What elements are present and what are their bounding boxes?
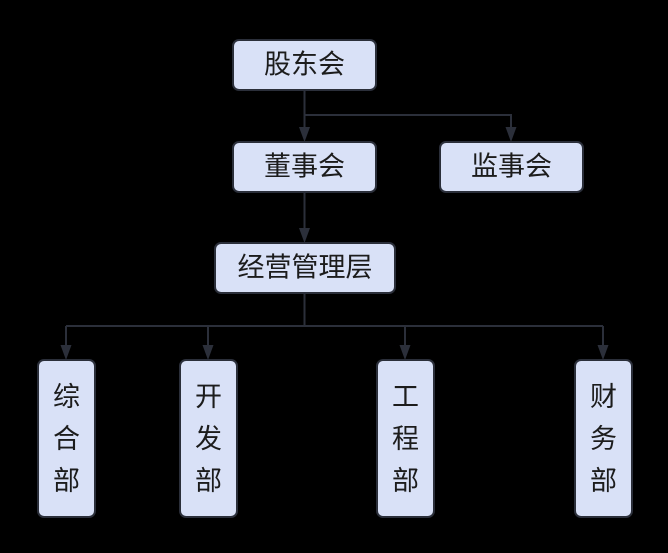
node-management-label: 经营管理层 [238,253,373,284]
node-board-of-supervisors-label: 监事会 [471,152,552,183]
arrowhead-to-general-affairs [60,345,72,360]
node-general-affairs-label-char-1: 综 [53,382,80,413]
node-general-affairs-label-char-3: 部 [53,466,80,497]
node-engineering-box[interactable] [376,359,435,518]
node-finance[interactable]: 财 务 部 [574,359,633,518]
node-engineering-label-char-2: 程 [392,424,419,455]
arrowhead-to-management [299,228,310,243]
node-finance-label-char-1: 财 [590,382,617,413]
node-management-box[interactable] [214,242,396,294]
node-finance-box[interactable] [574,359,633,518]
node-general-affairs-box[interactable] [37,359,96,518]
node-management[interactable]: 经营管理层 [214,242,396,294]
node-shareholders[interactable]: 股东会 [232,39,377,91]
node-development-label-char-1: 开 [195,382,222,413]
node-development[interactable]: 开 发 部 [179,359,238,518]
node-shareholders-label: 股东会 [264,50,345,81]
node-finance-label-char-2: 务 [590,424,617,455]
node-engineering-label-char-1: 工 [392,382,419,413]
arrowhead-to-engineering [399,345,411,360]
node-shareholders-box[interactable] [232,39,377,91]
connector-shareholders-to-supervisors [303,90,512,127]
node-general-affairs-label-char-2: 合 [53,424,80,455]
arrowhead-to-board-of-supervisors [505,127,517,142]
node-board-of-directors[interactable]: 董事会 [232,141,377,193]
node-engineering[interactable]: 工 程 部 [376,359,435,518]
connector-group [60,90,609,360]
arrowhead-to-board-of-directors [299,127,310,142]
node-board-of-supervisors-box[interactable] [439,141,584,193]
node-board-of-directors-label: 董事会 [264,152,345,183]
arrowhead-to-finance [597,345,609,360]
arrowhead-to-development [202,345,214,360]
node-board-of-supervisors[interactable]: 监事会 [439,141,584,193]
node-board-of-directors-box[interactable] [232,141,377,193]
node-engineering-label-char-3: 部 [392,466,419,497]
node-development-label-char-2: 发 [195,424,222,455]
node-finance-label-char-3: 部 [590,466,617,497]
node-general-affairs[interactable]: 综 合 部 [37,359,96,518]
node-development-box[interactable] [179,359,238,518]
node-development-label-char-3: 部 [195,466,222,497]
